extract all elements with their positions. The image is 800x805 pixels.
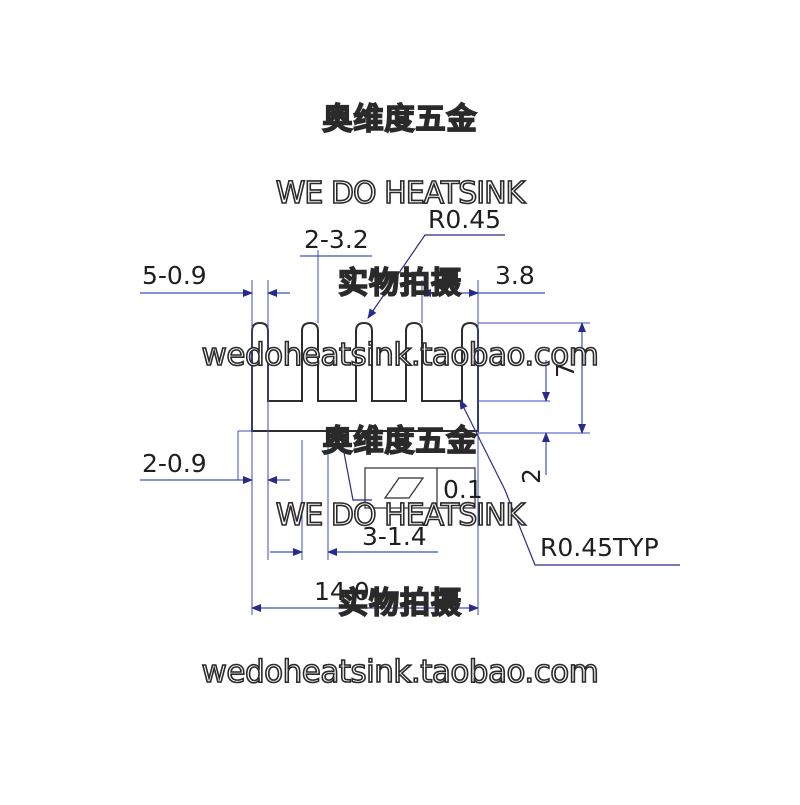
watermark-en-brand: WE DO HEATSINK (275, 175, 526, 212)
leader-lines (341, 234, 680, 566)
label-fin-pitch: 2-3.2 (304, 225, 369, 254)
watermark-en-brand-2: WE DO HEATSINK (275, 497, 526, 534)
watermark-cn-brand-2: 奥维度五金 (322, 423, 478, 460)
label-flatness: 0.1 (443, 475, 483, 504)
watermark-cn-brand: 奥维度五金 (322, 101, 478, 138)
label-radius-top: R0.45 (428, 205, 501, 234)
dimension-lines (140, 255, 586, 612)
watermark-cn-photo-2: 实物拍摄 (337, 585, 462, 622)
extension-lines (237, 250, 590, 615)
label-end-width: 3.8 (495, 261, 535, 290)
label-base-thickness: 2 (517, 468, 546, 484)
label-overall-width: 14.0 (314, 577, 370, 606)
watermark-url-2: wedoheatsink.taobao.com (201, 653, 600, 691)
label-side-wall: 2-0.9 (142, 449, 207, 478)
label-gap-width: 3-1.4 (362, 522, 427, 551)
flatness-frame (364, 467, 476, 509)
label-height-total: 7 (551, 362, 580, 378)
watermark-cn-photo: 实物拍摄 (337, 265, 462, 302)
watermark-url: wedoheatsink.taobao.com (201, 336, 600, 374)
label-fin-thickness: 5-0.9 (142, 261, 207, 290)
label-radius-typ: R0.45TYP (540, 533, 659, 562)
